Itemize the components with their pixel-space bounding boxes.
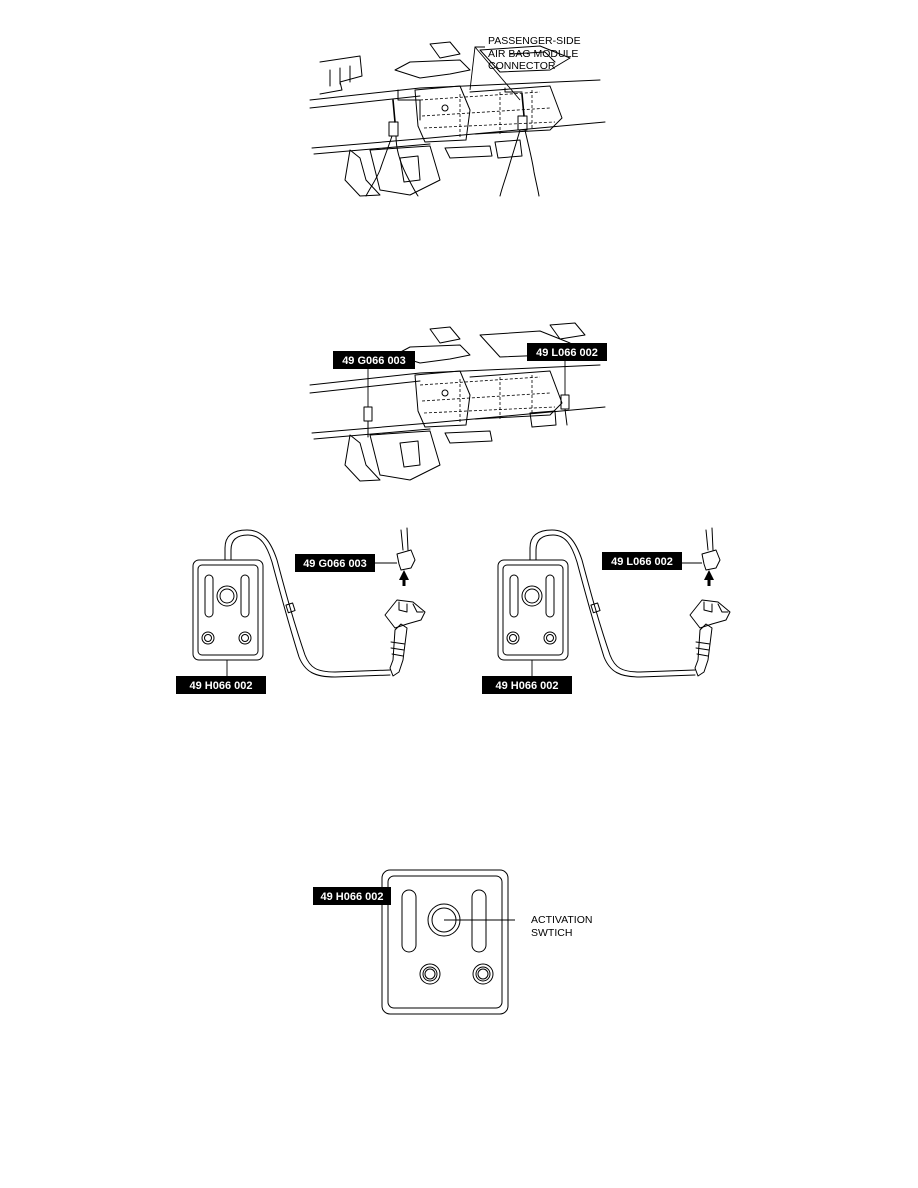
callout-line-3: CONNECTOR bbox=[488, 60, 556, 72]
tag-text: 49 H066 002 bbox=[496, 680, 559, 692]
figure-tool-adapter-right bbox=[497, 527, 731, 678]
callout-activation-switch: ACTIVATION SWTICH bbox=[531, 914, 592, 939]
tag-49L066002-fig2: 49 L066 002 bbox=[527, 343, 607, 361]
tag-text: 49 H066 002 bbox=[190, 680, 253, 692]
figure-activation-tool bbox=[380, 869, 515, 1015]
tag-text: 49 G066 003 bbox=[342, 355, 406, 367]
callout-line-2: SWTICH bbox=[531, 926, 573, 939]
tag-49G066003-fig2: 49 G066 003 bbox=[333, 351, 415, 369]
tag-49L066002-fig3: 49 L066 002 bbox=[602, 552, 682, 570]
tag-text: 49 G066 003 bbox=[303, 558, 367, 570]
figure-tool-adapter-left bbox=[192, 527, 426, 678]
figure-dashboard-adapters bbox=[309, 322, 606, 482]
tag-49H066002-fig3-left: 49 H066 002 bbox=[176, 676, 266, 694]
figure-dashboard-connector bbox=[309, 41, 606, 197]
callout-line-2: AIR BAG MODULE bbox=[488, 47, 579, 60]
callout-passenger-airbag-connector: PASSENGER-SIDE AIR BAG MODULE CONNECTOR bbox=[488, 35, 628, 73]
tag-text: 49 L066 002 bbox=[611, 556, 673, 568]
callout-line-1: PASSENGER-SIDE bbox=[488, 35, 581, 47]
tag-text: 49 H066 002 bbox=[321, 891, 384, 903]
tag-49H066002-fig3-right: 49 H066 002 bbox=[482, 676, 572, 694]
callout-line-1: ACTIVATION bbox=[531, 914, 593, 926]
tag-49H066002-fig4: 49 H066 002 bbox=[313, 887, 391, 905]
tag-49G066003-fig3: 49 G066 003 bbox=[295, 554, 375, 572]
tag-text: 49 L066 002 bbox=[536, 347, 598, 359]
